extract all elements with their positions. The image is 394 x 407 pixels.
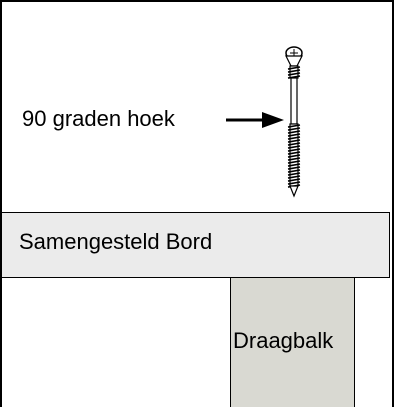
board-label: Samengesteld Bord	[19, 229, 213, 254]
screw-bottom-thread	[287, 123, 301, 188]
support-beam: Draagbalk	[230, 277, 355, 407]
beam-label: Draagbalk	[233, 328, 334, 353]
screw-top-thread	[287, 65, 301, 79]
screw-icon	[285, 46, 303, 198]
angle-label: 90 graden hoek	[22, 106, 175, 131]
arrow-right-icon	[226, 112, 284, 128]
composite-board: Samengesteld Bord	[1, 212, 390, 278]
